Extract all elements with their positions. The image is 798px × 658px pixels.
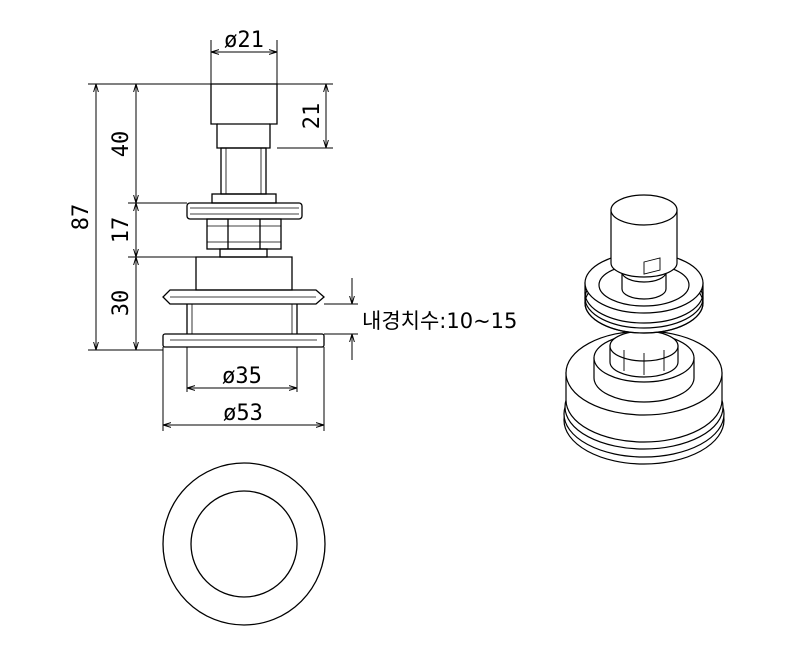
dimensions [88,40,358,431]
nut [206,218,282,250]
outer-circle [162,462,326,626]
shaft [220,147,267,195]
dim-middle-height: 17 [109,217,134,244]
isometric-view [563,194,725,465]
dim-total-height: 87 [69,204,94,231]
dim-lower-height: 30 [109,290,134,317]
dim-outer-diameter: ø53 [223,401,263,426]
suction-lip [162,333,325,348]
bottom-view [162,462,326,626]
top-cap [210,83,278,149]
inner-dimension-note: 내경치수:10~15 [362,309,517,333]
dim-inner-diameter: ø35 [222,364,262,389]
dim-top-diameter: ø21 [224,28,264,53]
dim-top-height: 21 [300,103,325,130]
upper-flange [186,202,303,220]
cup-body [195,256,293,291]
inner-circle [190,490,298,598]
dim-upper-height: 40 [109,131,134,158]
front-view [162,83,325,348]
